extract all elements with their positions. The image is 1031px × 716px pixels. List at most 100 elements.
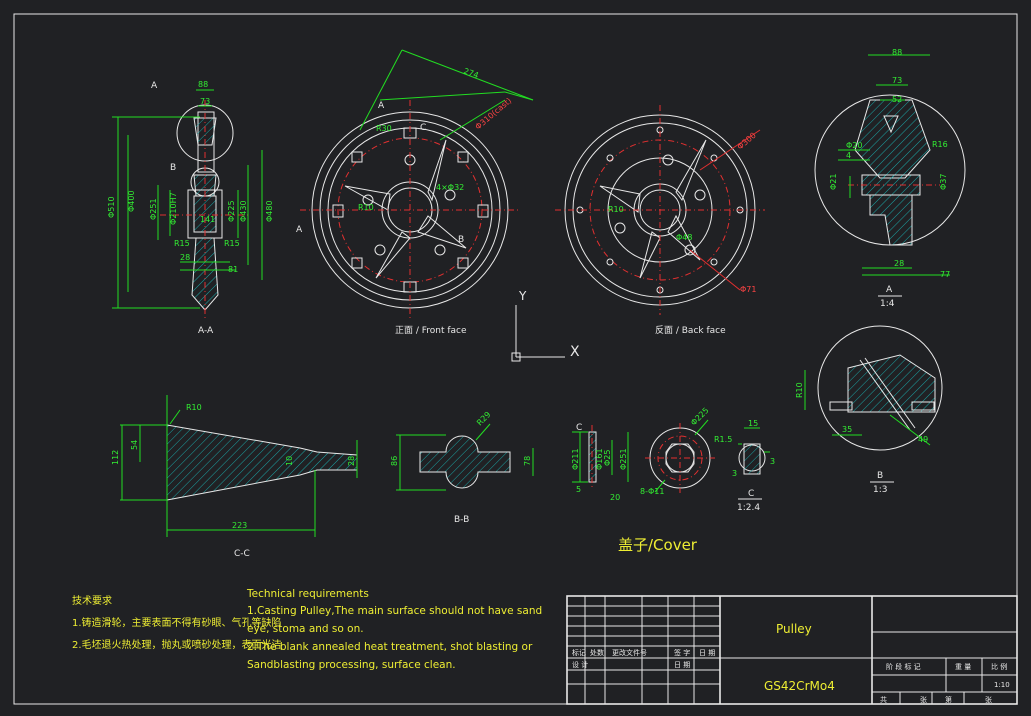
tb-label-scale: 比 例 <box>991 662 1007 671</box>
notes-en-line4: Sandblasting processing, surface clean. <box>247 659 456 671</box>
front-marker-a-left: A <box>296 225 303 235</box>
detail-b-dim-35: 35 <box>842 425 852 434</box>
notes-cn-title: 技术要求 <box>72 594 112 607</box>
detail-a-dim-52: 52 <box>892 95 902 104</box>
detail-c-dim-15: 15 <box>748 419 758 428</box>
aa-dim-diameter-251: Φ251 <box>149 198 158 220</box>
aa-dim-width-outer: 88 <box>198 80 208 89</box>
detail-a-dim-77: 77 <box>940 270 950 279</box>
detail-c-dim-3-left: 3 <box>732 469 737 478</box>
detail-a-view: 88 73 52 Φ20 4 R16 Φ21 Φ37 28 77 A 1:4 <box>814 48 966 309</box>
aa-marker-b: B <box>170 163 176 173</box>
detail-b-scale: 1:3 <box>873 485 887 495</box>
back-dim-diameter-71: Φ71 <box>740 285 756 294</box>
cover-dim-diameter-251: Φ251 <box>619 448 628 470</box>
tb-label-weight: 重 量 <box>955 663 971 671</box>
section-cc-view: R10 112 54 223 28 10 C-C <box>111 395 358 559</box>
front-dim-holes: 4×Φ32 <box>436 183 464 192</box>
tb-label-sheet: 张 <box>985 695 992 704</box>
cc-dim-112: 112 <box>111 450 120 465</box>
detail-b-letter: B <box>877 471 883 481</box>
aa-dim-28: 28 <box>180 253 190 262</box>
bb-dim-86: 86 <box>390 456 399 466</box>
detail-c-scale: 1:2.4 <box>737 503 760 513</box>
aa-dim-hub-length: 141 <box>200 215 215 224</box>
tb-scale-value: 1:10 <box>994 681 1010 689</box>
tb-material: GS42CrMo4 <box>764 679 835 693</box>
notes-en-line2: eye, stoma and so on. <box>247 623 364 635</box>
detail-c-letter: C <box>748 489 754 499</box>
title-block: 标记 处数 更改文件号 签 字 日 期 设 计 日 期 Pulley GS42C… <box>566 595 1018 705</box>
tb-part-name: Pulley <box>776 622 812 636</box>
back-dim-diameter-48: Φ48 <box>676 233 692 242</box>
tb-label-number: 第 <box>945 695 952 704</box>
aa-dim-radius-right: R15 <box>224 239 240 248</box>
detail-b-dim-r10: R10 <box>795 382 804 398</box>
front-marker-c: C <box>420 123 426 133</box>
bb-dim-78: 78 <box>523 456 532 466</box>
cover-marker-c: C <box>576 423 582 433</box>
front-dim-r10: R10 <box>358 203 374 212</box>
axis-x-label: X <box>570 344 580 360</box>
tb-label-total: 共 <box>880 695 887 704</box>
cover-dim-diameter-225: Φ225 <box>689 406 711 428</box>
detail-a-dim-73: 73 <box>892 76 902 85</box>
back-face-view: Φ300 R10 Φ71 Φ48 反面 / Back face <box>555 105 765 336</box>
cover-dim-holes: 8-Φ11 <box>640 487 664 496</box>
detail-a-dim-diameter-37: Φ37 <box>939 174 948 190</box>
cover-dim-diameter-25: Φ25 <box>603 450 612 466</box>
aa-dim-radius-left: R15 <box>174 239 190 248</box>
back-dim-r10: R10 <box>608 205 624 214</box>
sheet-border <box>13 13 1018 705</box>
cover-dim-20: 20 <box>610 493 620 502</box>
detail-b-dim-49: 49 <box>918 435 928 444</box>
ucs-axis-icon: Y X <box>511 289 580 362</box>
detail-a-dim-88: 88 <box>892 48 902 57</box>
notes-en-title: Technical requirements <box>246 588 369 600</box>
cc-dim-28: 28 <box>347 456 356 466</box>
front-dim-274: 274 <box>462 66 479 80</box>
detail-a-scale: 1:4 <box>880 299 895 309</box>
technical-notes: 技术要求 1.铸造滑轮，主要表面不得有砂眼、气孔等缺陷 2.毛坯退火热处理，抛丸… <box>72 588 542 671</box>
cc-dim-10: 10 <box>285 456 294 466</box>
detail-c-dim-r1-5: R1.5 <box>714 435 732 444</box>
aa-dim-bore: Φ210H7 <box>169 192 178 225</box>
detail-a-dim-4: 4 <box>846 151 851 160</box>
tb-label-design-date: 日 期 <box>674 661 690 669</box>
axis-y-label: Y <box>518 289 527 303</box>
cover-views: Φ211 Φ161 Φ25 Φ251 5 20 C Φ225 8-Φ11 15 … <box>571 406 775 554</box>
cover-dim-5: 5 <box>576 485 581 494</box>
detail-a-dim-28: 28 <box>894 259 904 268</box>
aa-view-label: A-A <box>198 326 214 336</box>
bb-view-label: B-B <box>454 515 469 525</box>
back-dim-diameter-300: Φ300 <box>736 131 758 152</box>
aa-dim-diameter-430: Φ430 <box>239 200 248 222</box>
detail-a-dim-diameter-20: Φ20 <box>846 141 862 150</box>
section-bb-view: R29 86 78 B-B <box>390 410 534 525</box>
cover-dim-diameter-211: Φ211 <box>571 448 580 470</box>
front-view-label: 正面 / Front face <box>395 325 467 336</box>
aa-dim-diameter-225: Φ225 <box>227 200 236 222</box>
tb-label-design: 设 计 <box>572 660 588 669</box>
cc-dim-54: 54 <box>130 440 139 450</box>
notes-en-line1: 1.Casting Pulley,The main surface should… <box>247 605 542 617</box>
detail-a-dim-diameter-21: Φ21 <box>829 174 838 190</box>
front-dim-diameter: Φ310(cast) <box>474 96 514 131</box>
aa-dim-81: 81 <box>228 265 238 274</box>
cc-dim-r10: R10 <box>186 403 202 412</box>
front-marker-b: B <box>458 235 464 245</box>
back-view-label: 反面 / Back face <box>655 325 726 336</box>
detail-a-dim-r16: R16 <box>932 140 948 149</box>
detail-b-view: R10 35 49 B 1:3 <box>795 325 943 495</box>
section-aa-view: 88 73 Φ510 Φ400 Φ251 Φ210H7 141 Φ225 Φ43… <box>107 80 274 336</box>
notes-en-line3: 2.The blank annealed heat treatment, sho… <box>247 641 533 653</box>
tb-label-mark: 标记 <box>572 648 586 657</box>
front-dim-r30: R30 <box>376 124 392 133</box>
notes-cn-line1: 1.铸造滑轮，主要表面不得有砂眼、气孔等缺陷 <box>72 616 282 629</box>
cover-label: 盖子/Cover <box>618 536 698 554</box>
cc-view-label: C-C <box>234 549 250 559</box>
tb-label-stage: 阶 段 标 记 <box>886 662 921 671</box>
aa-dim-outer-diameter: Φ510 <box>107 196 116 218</box>
